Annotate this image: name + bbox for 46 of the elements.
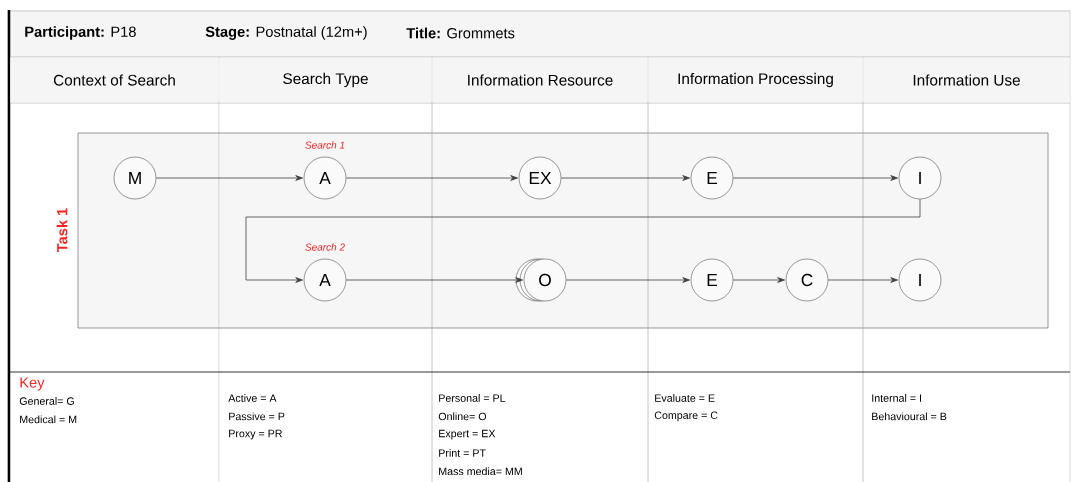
circle-node: E [690, 156, 734, 200]
key-text: Compare = C [654, 411, 718, 422]
arrow [155, 175, 303, 181]
task-label: Task 1 [56, 208, 68, 253]
key-text: Active = A [228, 394, 277, 402]
circle-node: EX [518, 156, 562, 200]
column-header: Information Processing [648, 57, 863, 103]
header-text: Participant: P18 [25, 26, 136, 40]
circle-node: M [113, 156, 157, 200]
key-text: Print = PT [439, 449, 486, 457]
key-text: Evaluate = E [655, 394, 715, 402]
column-header: Information Resource [432, 57, 648, 103]
key-text: Passive = P [229, 412, 285, 421]
key-text: Internal = I [872, 394, 921, 402]
arrow [827, 277, 898, 283]
task-box [77, 132, 1049, 329]
column-header: Context of Search [10, 57, 219, 103]
key-text: General= G [19, 397, 74, 405]
circle-node: C [785, 258, 829, 302]
column-header: Search Type [219, 57, 432, 103]
arrow [565, 277, 690, 283]
arrow [245, 198, 921, 283]
search-label: Search 1 [305, 141, 345, 149]
circle-node: E [690, 258, 734, 302]
circle-node: A [303, 156, 347, 200]
key-text: Mass media= MM [439, 467, 522, 476]
key-title: Key [20, 377, 45, 391]
key-text: Expert = EX [439, 429, 496, 440]
search-label: Search 2 [305, 243, 345, 251]
circle-node: I [898, 258, 942, 302]
header-text: Stage: Postnatal (12m+) [205, 26, 367, 40]
arrow [560, 175, 690, 181]
key-text: Online= O [438, 412, 487, 421]
arrow [345, 175, 518, 181]
header-text: Title: Grommets [406, 27, 515, 39]
arrow [732, 175, 898, 181]
key-text: Medical = M [20, 415, 77, 424]
arrow [732, 277, 785, 283]
key-text: Behavioural = B [872, 412, 947, 421]
column-header: Information Use [863, 57, 1070, 103]
key-text: Proxy = PR [229, 429, 282, 440]
arrow [345, 277, 523, 283]
key-text: Personal = PL [439, 394, 506, 402]
circle-node: A [303, 258, 347, 302]
circle-node: I [898, 156, 942, 200]
circle-node: O [515, 258, 567, 302]
